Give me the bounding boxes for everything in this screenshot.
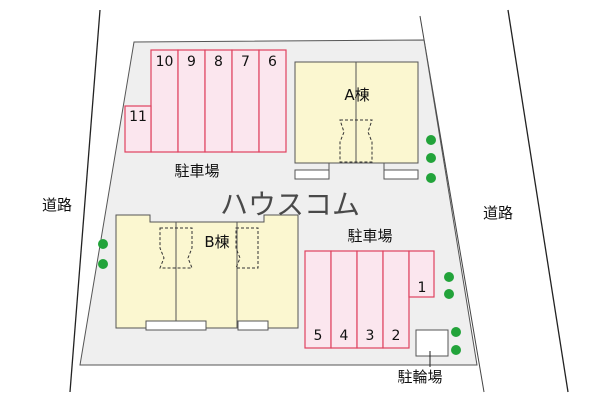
- parking-slot-1: [408, 250, 435, 298]
- parking-slot-5: [304, 250, 332, 349]
- building-a-edge: [295, 162, 330, 170]
- slot-number: 9: [187, 54, 196, 70]
- parking-south: 5 4 3 2 1: [304, 250, 435, 349]
- road-left-label-bg: [38, 193, 76, 215]
- parking-slot-4: [330, 250, 358, 349]
- building-a-label: A棟: [344, 86, 369, 104]
- building-a-entrance-outline: [339, 119, 373, 163]
- tree-icon: [451, 345, 461, 355]
- parking-south-label: 駐車場: [347, 227, 392, 245]
- tree-icon: [426, 153, 436, 163]
- road-right-label-bg: [478, 201, 520, 223]
- slot-number: 2: [392, 328, 401, 344]
- parking-slot-6: [258, 49, 287, 153]
- parking-north-label: 駐車場: [174, 162, 219, 180]
- building-b-body: [115, 214, 299, 329]
- tree-icon: [444, 289, 454, 299]
- bicycle-parking-area: [415, 329, 449, 357]
- slot-number: 7: [241, 54, 250, 70]
- parking-north: 10 9 8 7 6 11: [124, 49, 287, 153]
- bicycle-parking-label: 駐輪場: [397, 368, 442, 386]
- slot-number: 10: [156, 54, 174, 70]
- tree-icon: [426, 135, 436, 145]
- slot-number: 11: [129, 109, 147, 125]
- slot-number: 1: [418, 280, 427, 296]
- building-a-balcony-left: [294, 169, 330, 180]
- building-b-balcony-left: [145, 320, 207, 331]
- building-a-edge: [383, 162, 418, 170]
- tree-icon: [426, 173, 436, 183]
- building-b: [115, 214, 299, 331]
- tree-icon: [444, 272, 454, 282]
- slot-number: 5: [314, 328, 323, 344]
- tree-icon: [98, 259, 108, 269]
- building-b-label: B棟: [204, 233, 229, 251]
- road-left-edge: [69, 9, 101, 393]
- building-a: [294, 61, 419, 180]
- slot-number: 8: [214, 54, 223, 70]
- parking-slot-8: [204, 49, 233, 153]
- road-right-edge: [507, 9, 569, 393]
- parking-slot-2: [382, 250, 410, 349]
- building-a-balcony-right: [383, 169, 419, 180]
- tree-icon: [451, 327, 461, 337]
- parking-slot-10: [150, 49, 179, 153]
- parking-slot-11: [124, 105, 152, 153]
- slot-number: 3: [366, 328, 375, 344]
- parking-slot-7: [231, 49, 260, 153]
- road-left-label: 道路: [42, 196, 72, 214]
- building-b-balcony-right: [237, 320, 269, 331]
- slot-number: 6: [268, 54, 277, 70]
- building-b-entrance-outline: [235, 227, 259, 269]
- road-right-label: 道路: [483, 204, 513, 222]
- slot-number: 4: [340, 328, 349, 344]
- trees: [98, 135, 461, 355]
- tree-icon: [98, 239, 108, 249]
